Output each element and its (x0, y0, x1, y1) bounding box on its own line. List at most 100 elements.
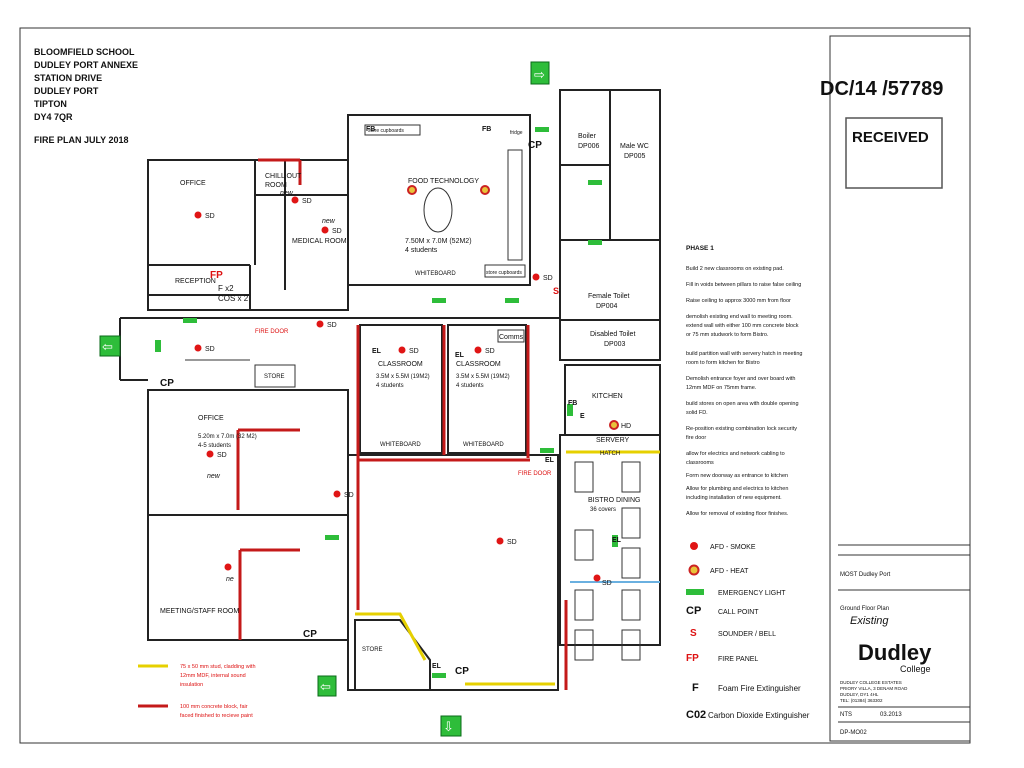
smoke-detector-icon (333, 490, 341, 498)
phase-item: build stores on open area with double op… (686, 401, 799, 407)
address-block: BLOOMFIELD SCHOOL DUDLEY PORT ANNEXE STA… (34, 47, 138, 145)
hd-label: HD (621, 423, 631, 430)
cp-label: CP (455, 666, 469, 677)
emergency-light-icon (535, 127, 549, 132)
room-disabled-toilet: DP003 (604, 341, 626, 348)
fire-exit-signs: ⇨ ⇦ ⇦ ⇩ (99, 61, 550, 737)
legend-emergency-light: EMERGENCY LIGHT (718, 590, 786, 597)
legend-cp-symbol: CP (686, 605, 701, 617)
sd-label: SD (217, 452, 227, 459)
el-label: EL (612, 537, 622, 544)
legend-f-symbol: F (692, 682, 699, 694)
smoke-detector-icon (690, 542, 698, 550)
phase-item: Fill in voids between pillars to raise f… (686, 282, 801, 288)
phase-item: Demolish entrance foyer and over board w… (686, 376, 795, 382)
emergency-light-icon (183, 318, 197, 323)
fire-panel-label: FP (210, 270, 223, 281)
sd-label: SD (485, 348, 495, 355)
store-cupboards: store cupboards (368, 128, 404, 134)
phase-item: build partition wall with servery hatch … (686, 351, 802, 357)
phase-item: allow for electrics and network cabling … (686, 451, 785, 457)
heat-detector-icon (688, 564, 700, 576)
title-block: MOST Dudley Port Ground Floor Plan Exist… (838, 544, 970, 736)
room-female-toilet: DP004 (596, 303, 618, 310)
classroom-1-size: 3.5M x 5.5M (19M2) (376, 374, 430, 380)
emergency-light-icon (325, 535, 339, 540)
legend-s-symbol: S (690, 628, 697, 639)
sd-label: SD (302, 198, 312, 205)
fire-exit-icon: ⇨ (530, 61, 550, 85)
phase-item: including installation of new equipment. (686, 495, 782, 501)
smoke-detector-icon (593, 574, 601, 582)
new-label: new (280, 190, 294, 197)
room-kitchen: KITCHEN (592, 393, 623, 400)
smoke-detector-icon (532, 273, 540, 281)
room-store-left: STORE (264, 374, 285, 380)
phase-item: extend wall with either 100 mm concrete … (686, 323, 799, 329)
fire-exit-icon: ⇦ (317, 675, 337, 697)
room-office-mid: OFFICE (198, 415, 224, 422)
e-label: E (580, 413, 585, 420)
room-store-hall: STORE (362, 647, 383, 653)
phase-item: classrooms (686, 460, 714, 466)
el-label: EL (432, 663, 442, 670)
room-male-wc: Male WC (620, 143, 649, 150)
legend-smoke: AFD - SMOKE (710, 544, 756, 551)
sd-label: SD (327, 322, 337, 329)
planning-ref: DC/14 /57789 (820, 78, 943, 100)
classroom-2-students: 4 students (456, 383, 484, 389)
legend: AFD - SMOKE AFD - HEAT EMERGENCY LIGHT C… (686, 542, 810, 721)
phase-item: Raise ceiling to approx 3000 mm from flo… (686, 298, 791, 304)
smoke-detector-icon (496, 537, 504, 545)
room-bistro: BISTRO DINING (588, 497, 641, 504)
address-line: DY4 7QR (34, 112, 73, 122)
smoke-detector-icon (291, 196, 299, 204)
food-tech-whiteboard: WHITEBOARD (415, 271, 456, 277)
smoke-detector-icon (316, 320, 324, 328)
company-address: DUDLEY, DY1 4HL (840, 692, 879, 697)
legend-fire-panel: FIRE PANEL (718, 656, 758, 663)
address-line: STATION DRIVE (34, 73, 102, 83)
smoke-detectors: SD SD SD SD SD SD SD SD SD SD SD SD (194, 196, 612, 587)
legend-co2: Carbon Dioxide Extinguisher (708, 711, 810, 720)
sd-label: SD (205, 213, 215, 220)
sd-label: SD (409, 348, 419, 355)
phase-title: PHASE 1 (686, 245, 714, 252)
new-label: new (207, 473, 221, 480)
phase-item: 12mm MDF on 75mm frame. (686, 385, 757, 391)
emergency-lights (155, 127, 618, 678)
address-line: TIPTON (34, 99, 67, 109)
heat-detectors: HD (407, 185, 631, 430)
emergency-light-icon (588, 240, 602, 245)
emergency-light-icon (505, 298, 519, 303)
ne-label: ne (226, 576, 234, 583)
room-boiler: Boiler (578, 133, 597, 140)
fire-door-label: FIRE DOOR (255, 329, 289, 335)
classroom-2-whiteboard: WHITEBOARD (463, 442, 504, 448)
phase-item: Allow for plumbing and electrics to kitc… (686, 486, 788, 492)
room-reception: RECEPTION (175, 278, 216, 285)
received-text: RECEIVED (852, 129, 929, 146)
emergency-light-icon (612, 535, 618, 547)
hatch-label: HATCH (600, 451, 620, 457)
stud-walls (355, 450, 660, 686)
bistro-covers: 36 covers (590, 507, 616, 513)
cp-label: CP (528, 140, 542, 151)
project-name: MOST Dudley Port (840, 572, 891, 578)
fire-door-label: FIRE DOOR (518, 471, 552, 477)
address-line: DUDLEY PORT (34, 86, 99, 96)
company-logo: Dudley (858, 640, 932, 665)
emergency-light-icon (432, 673, 446, 678)
fridge-label: fridge (510, 130, 523, 136)
servery-label: SERVERY (596, 437, 630, 444)
fb-label: FB (568, 400, 577, 407)
smoke-detector-icon (194, 211, 202, 219)
office-mid-size: 5.20m x 7.0m (32 M2) (198, 434, 257, 440)
call-points: CP CP CP CP S EL EL EL EL EL E FB FB FB (160, 126, 622, 677)
yellow-note: 12mm MDF, internal sound (180, 673, 246, 679)
yellow-note: insulation (180, 682, 203, 688)
phase-item: Build 2 new classrooms on existing pad. (686, 266, 784, 272)
sd-label: SD (507, 539, 517, 546)
classroom-1-whiteboard: WHITEBOARD (380, 442, 421, 448)
smoke-detector-icon (321, 226, 329, 234)
